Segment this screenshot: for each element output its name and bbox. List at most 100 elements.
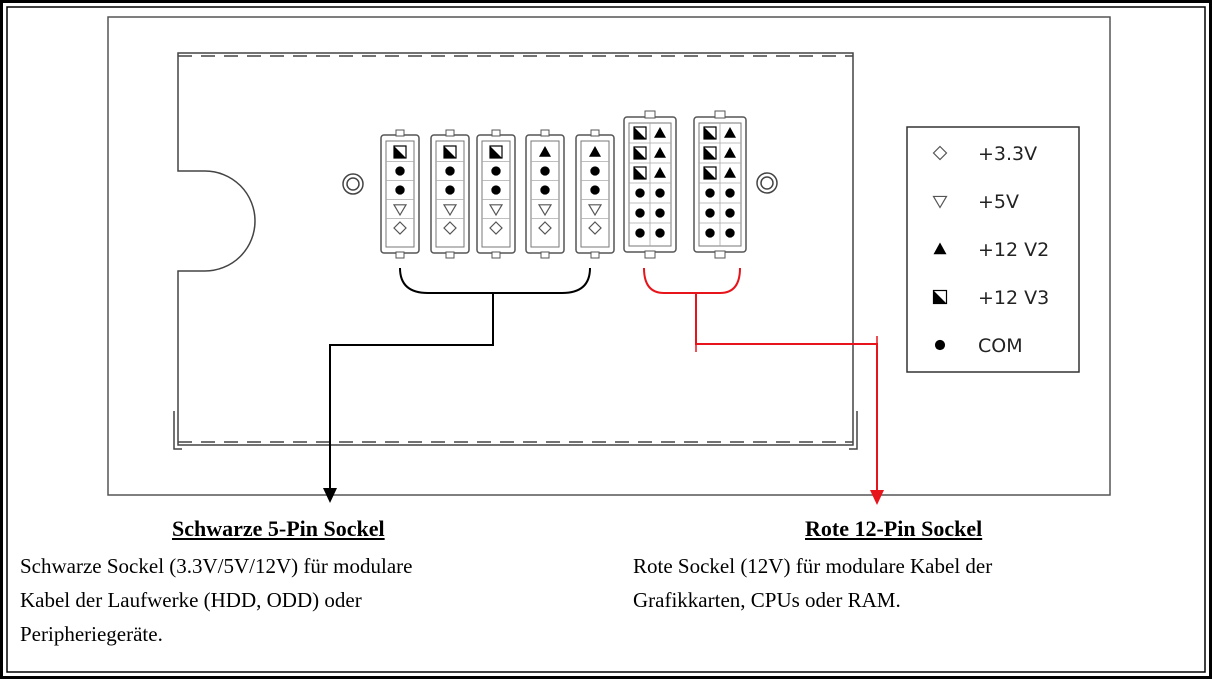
filled-circle-icon	[590, 185, 600, 195]
triangle-up-filled-icon	[654, 147, 666, 158]
diamond-outline-icon	[393, 221, 407, 235]
five-pin-connector	[575, 129, 615, 259]
red-caption-line: Rote Sockel (12V) für modulare Kabel der	[633, 554, 993, 578]
filled-circle-icon	[725, 208, 735, 218]
legend-label: +5V	[978, 191, 1019, 213]
filled-circle-icon	[635, 208, 645, 218]
filled-circle-icon	[395, 166, 405, 176]
triangle-up-filled-icon	[539, 146, 551, 157]
triangle-up-filled-icon	[724, 147, 736, 158]
half-square-icon	[393, 145, 407, 159]
filled-circle-icon	[635, 228, 645, 238]
legend-item: +3.3V	[932, 143, 1037, 165]
twelve-pin-connector-group	[623, 110, 747, 259]
five-pin-connector	[476, 129, 516, 259]
half-square-icon	[703, 146, 717, 160]
triangle-up-filled-icon	[589, 146, 601, 157]
filled-circle-icon	[705, 208, 715, 218]
filled-circle-icon	[655, 208, 665, 218]
half-square-icon	[932, 289, 948, 305]
triangle-down-outline-icon	[932, 195, 948, 209]
triangle-down-outline-icon	[392, 204, 408, 217]
five-pin-connector	[525, 129, 565, 259]
diamond-outline-icon	[588, 221, 602, 235]
red-caption-body: Rote Sockel (12V) für modulare Kabel der…	[633, 549, 1193, 617]
triangle-up-filled-icon	[654, 167, 666, 178]
triangle-down-outline-icon	[442, 204, 458, 217]
legend-label: +3.3V	[978, 143, 1037, 165]
black-caption-line: Peripheriegeräte.	[20, 622, 163, 646]
filled-circle-icon	[540, 166, 550, 176]
psu-panel-plate	[177, 52, 854, 446]
diamond-outline-icon	[443, 221, 457, 235]
diamond-outline-icon	[932, 145, 948, 161]
filled-circle-icon	[445, 166, 455, 176]
filled-circle-icon	[395, 185, 405, 195]
triangle-up-filled-icon	[724, 167, 736, 178]
filled-circle-icon	[635, 188, 645, 198]
twelve-pin-connector	[623, 110, 677, 259]
black-bracket	[399, 267, 591, 294]
five-pin-connector	[430, 129, 470, 259]
black-caption-title: Schwarze 5-Pin Sockel	[172, 516, 385, 541]
triangle-up-filled-icon	[724, 127, 736, 138]
bottom-right-flange	[849, 411, 858, 450]
half-square-icon	[489, 145, 503, 159]
triangle-down-outline-icon	[488, 204, 504, 217]
mounting-hole-left	[342, 173, 364, 195]
red-leader-line	[695, 293, 878, 490]
black-caption-line: Kabel der Laufwerke (HDD, ODD) oder	[20, 588, 362, 612]
red-caption-title: Rote 12-Pin Sockel	[805, 516, 983, 541]
filled-circle-icon	[655, 228, 665, 238]
legend: +3.3V +5V +12 V2 +12 V3 COM	[932, 143, 1049, 357]
bottom-left-flange	[173, 411, 182, 450]
five-pin-connector	[380, 129, 420, 259]
black-arrowhead	[323, 488, 337, 503]
black-caption-body: Schwarze Sockel (3.3V/5V/12V) für modula…	[20, 549, 600, 651]
legend-label: +12 V2	[978, 239, 1049, 261]
filled-circle-icon	[705, 228, 715, 238]
legend-box	[906, 126, 1080, 373]
filled-circle-icon	[934, 339, 946, 351]
red-arrowhead	[870, 490, 884, 505]
twelve-pin-connector	[693, 110, 747, 259]
triangle-up-filled-icon	[933, 242, 947, 255]
triangle-down-outline-icon	[587, 204, 603, 217]
legend-item: +12 V3	[932, 287, 1049, 309]
legend-item: +12 V2	[933, 239, 1049, 261]
filled-circle-icon	[655, 188, 665, 198]
diamond-outline-icon	[538, 221, 552, 235]
triangle-down-outline-icon	[537, 204, 553, 217]
filled-circle-icon	[590, 166, 600, 176]
inner-frame	[6, 6, 1206, 673]
red-caption-line: Grafikkarten, CPUs oder RAM.	[633, 588, 901, 612]
legend-label: COM	[978, 335, 1023, 357]
black-leader-line	[329, 293, 494, 488]
half-square-icon	[633, 126, 647, 140]
half-square-icon	[633, 146, 647, 160]
half-square-icon	[703, 166, 717, 180]
diamond-outline-icon	[489, 221, 503, 235]
red-bracket	[643, 267, 741, 294]
mounting-hole-right	[756, 172, 778, 194]
filled-circle-icon	[725, 188, 735, 198]
half-square-icon	[703, 126, 717, 140]
black-caption-line: Schwarze Sockel (3.3V/5V/12V) für modula…	[20, 554, 413, 578]
legend-label: +12 V3	[978, 287, 1049, 309]
filled-circle-icon	[540, 185, 550, 195]
half-square-icon	[443, 145, 457, 159]
filled-circle-icon	[491, 185, 501, 195]
legend-item: COM	[934, 335, 1023, 357]
half-square-icon	[633, 166, 647, 180]
filled-circle-icon	[445, 185, 455, 195]
triangle-up-filled-icon	[654, 127, 666, 138]
filled-circle-icon	[491, 166, 501, 176]
five-pin-connector-group	[380, 129, 615, 259]
filled-circle-icon	[705, 188, 715, 198]
legend-item: +5V	[932, 191, 1019, 213]
figure-box	[107, 16, 1111, 496]
filled-circle-icon	[725, 228, 735, 238]
